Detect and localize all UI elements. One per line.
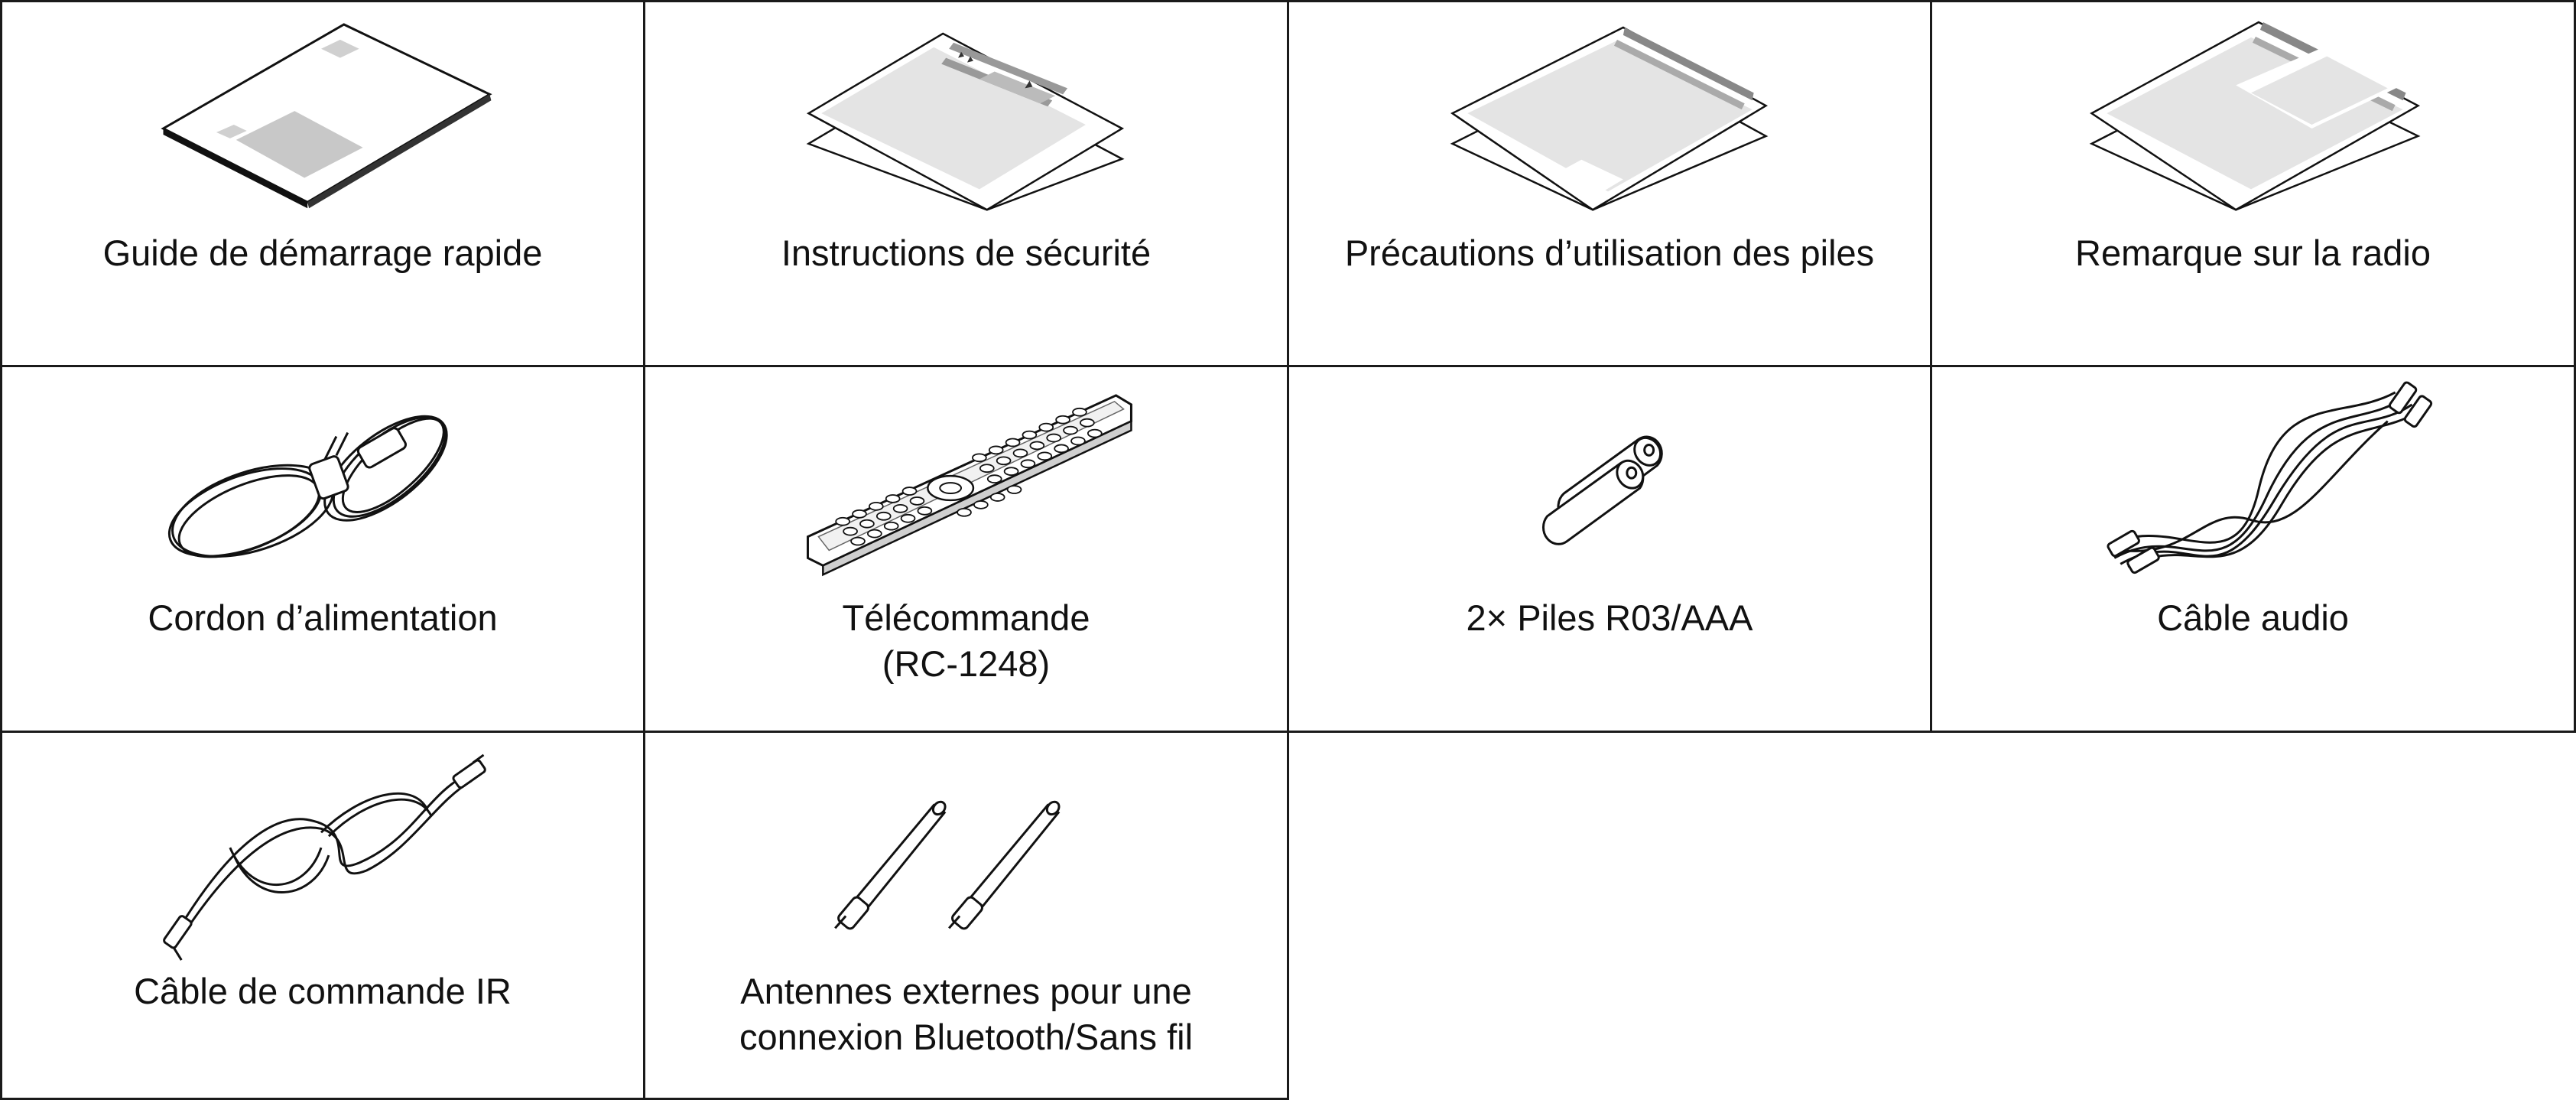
external-antennas-icon (645, 733, 1287, 985)
safety-instructions-icon (645, 2, 1287, 255)
radio-notes-icon (1932, 2, 2574, 255)
item-label-line1: Antennes externes pour une (740, 971, 1192, 1011)
item-power-cord: Cordon d’alimentation (0, 365, 645, 733)
item-label: Guide de démarrage rapide (102, 233, 543, 273)
item-remote-control: Télécommande (RC-1248) (643, 365, 1289, 733)
item-quick-start-guide: Guide de démarrage rapide (0, 0, 645, 367)
item-audio-cable: Câble audio (1930, 365, 2576, 733)
ir-control-cable-icon (2, 733, 643, 985)
item-label: Cordon d’alimentation (148, 597, 498, 638)
item-safety-instructions: Instructions de sécurité (643, 0, 1289, 367)
item-label: Câble audio (2157, 597, 2349, 638)
item-label: Remarque sur la radio (2075, 233, 2431, 273)
remote-control-icon (645, 367, 1287, 620)
aaa-batteries-icon (1289, 367, 1930, 620)
item-label: Câble de commande IR (134, 971, 512, 1011)
item-label-line1: Télécommande (842, 597, 1090, 638)
item-label: 2× Piles R03/AAA (1466, 597, 1753, 638)
quick-start-guide-icon (2, 2, 643, 255)
item-radio-notes: Remarque sur la radio (1930, 0, 2576, 367)
power-cord-icon (2, 367, 643, 620)
item-label: Instructions de sécurité (781, 233, 1152, 273)
item-external-antennas: Antennes externes pour une connexion Blu… (643, 731, 1289, 1100)
item-label-line2: (RC-1248) (882, 643, 1051, 684)
audio-cable-icon (1932, 367, 2574, 620)
battery-precautions-icon (1289, 2, 1930, 255)
item-label: Précautions d’utilisation des piles (1344, 233, 1875, 273)
item-ir-control-cable: Câble de commande IR (0, 731, 645, 1100)
item-battery-precautions: Précautions d’utilisation des piles (1287, 0, 1932, 367)
item-aaa-batteries: 2× Piles R03/AAA (1287, 365, 1932, 733)
item-label-line2: connexion Bluetooth/Sans fil (739, 1017, 1194, 1057)
